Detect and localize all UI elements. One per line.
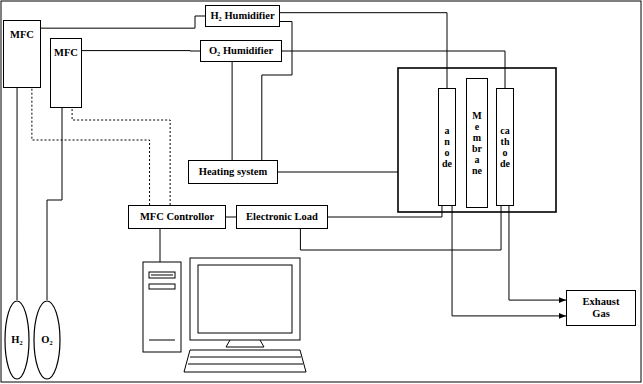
- connector: [17, 88, 18, 300]
- connector: [82, 50, 200, 51]
- electrode-layer: cathode: [496, 88, 514, 206]
- layer-label: anode: [442, 125, 452, 169]
- layer-label: cathode: [500, 125, 510, 169]
- box-label: Electronic Load: [246, 211, 318, 223]
- box-label: Heating system: [199, 166, 268, 178]
- computer-cable: [160, 229, 161, 262]
- box-label: MFC Controllor: [140, 211, 214, 223]
- exhaust-box: Exhaust Gas: [566, 290, 636, 326]
- connector: [231, 62, 232, 160]
- connector: [41, 16, 205, 28]
- flow-controller: MFC: [3, 20, 41, 88]
- connector: [300, 206, 501, 250]
- computer-icon: [143, 258, 306, 372]
- box-label: H₂ Humidifier: [210, 10, 274, 22]
- layer-label: Membrane: [472, 110, 482, 176]
- box-label: O₂ Humidifier: [209, 45, 273, 57]
- membrane-layer: Membrane: [466, 78, 488, 208]
- box-label: H₂: [11, 334, 22, 346]
- connector: [328, 206, 442, 217]
- flow-controller: MFC: [50, 38, 82, 108]
- gas-cylinder: O₂: [33, 300, 61, 380]
- connector: [47, 108, 62, 300]
- humidifier-box: H₂ Humidifier: [205, 5, 280, 27]
- gas-cylinder: H₂: [4, 300, 30, 380]
- signal-line: [72, 108, 170, 205]
- box-label: Exhaust Gas: [573, 296, 629, 320]
- box-label: MFC: [10, 29, 34, 41]
- connector: [280, 13, 447, 88]
- heater-box: Heating system: [188, 160, 278, 184]
- connector: [452, 206, 566, 316]
- humidifier-box: O₂ Humidifier: [200, 40, 282, 62]
- heater-wire: [278, 172, 398, 173]
- fuel-cell-housing: [398, 68, 556, 212]
- connector: [226, 217, 236, 218]
- load-box: Electronic Load: [236, 205, 328, 229]
- controller-box: MFC Controllor: [128, 205, 226, 229]
- electrode-layer: anode: [438, 88, 456, 206]
- connector: [509, 206, 566, 300]
- box-label: MFC: [54, 47, 78, 59]
- box-label: O₂: [41, 334, 52, 346]
